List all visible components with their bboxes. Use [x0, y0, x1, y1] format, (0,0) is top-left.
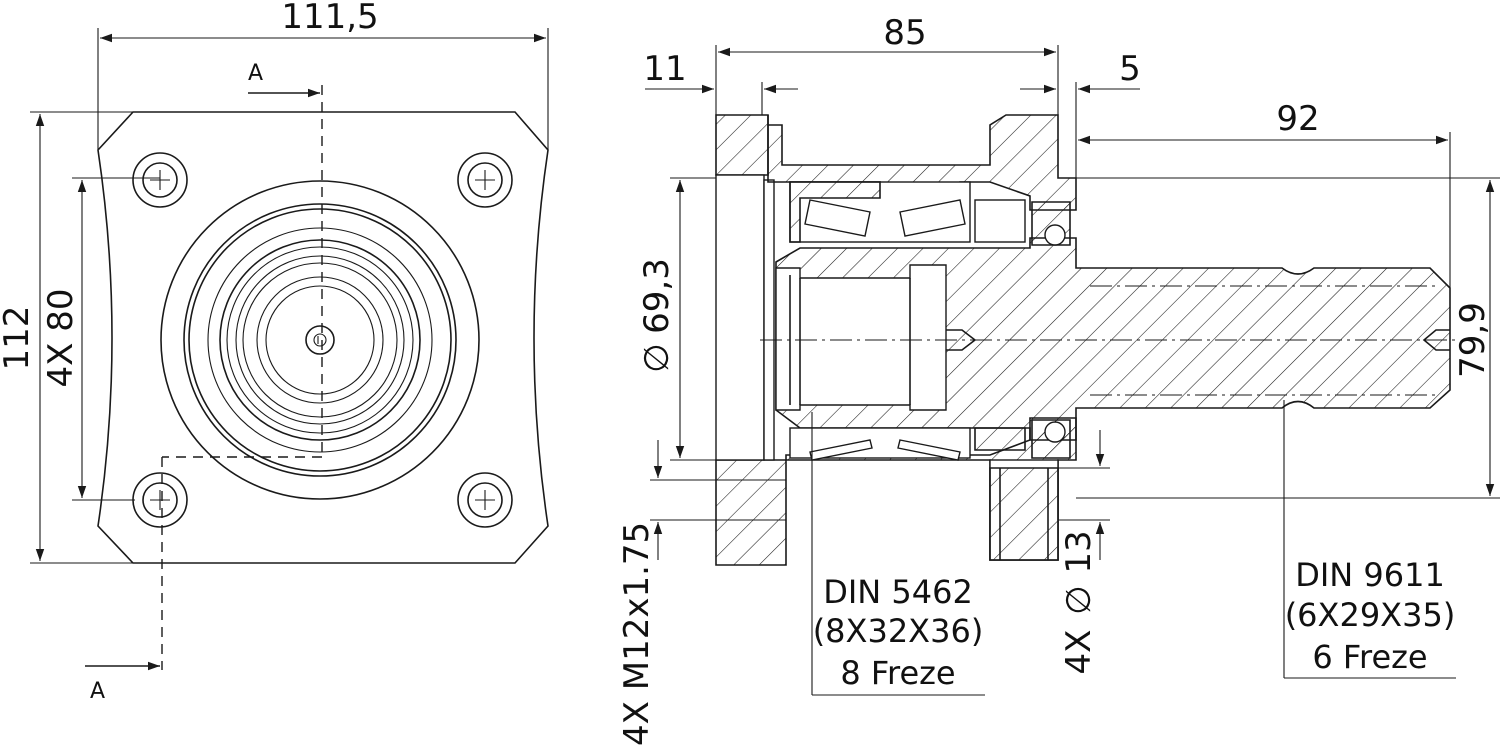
bolt-hole-bottom-right: [457, 472, 513, 528]
bolt-hole-top-left: [132, 152, 188, 208]
dim-69-lines: [670, 177, 716, 461]
note-spline-left-2: (8X32X36): [813, 612, 984, 650]
dim-79-lines: [1076, 177, 1500, 499]
dim-width-top: 111,5: [281, 0, 378, 37]
note-spline-right-2: (6X29X35): [1285, 596, 1456, 634]
section-label-top: A: [248, 61, 263, 86]
section-label-bottom: A: [90, 679, 105, 704]
note-spline-right-1: DIN 9611: [1295, 556, 1445, 594]
flange-plate: [715, 114, 769, 176]
dim-bolt-spacing: 4X 80: [41, 289, 81, 388]
dim-flange-length: 85: [883, 13, 926, 53]
dim-85-lines: [715, 45, 1059, 115]
dim-bolt-spacing-lines: [72, 177, 160, 501]
flange-outline: [97, 111, 549, 564]
dim-5-lines: [1020, 82, 1140, 178]
dim-thread: 4X M12x1.75: [617, 522, 657, 746]
bearing-bottom: [789, 419, 1071, 461]
leader-right-spline: [1283, 400, 1456, 679]
dim-hole-lines: [1058, 430, 1110, 560]
note-spline-left-1: DIN 5462: [823, 573, 973, 611]
dim-shaft-height: 79,9: [1453, 302, 1493, 378]
bearing-top: [789, 181, 1071, 246]
dim-diameter-left: 69,3: [637, 258, 677, 334]
dim-thread-lines: [650, 440, 786, 560]
section-line: [85, 85, 323, 671]
front-view: A A 111,5 112 4X 80: [0, 0, 549, 704]
dim-gap: 5: [1119, 49, 1141, 89]
diameter-symbol-left: ∅: [637, 343, 677, 373]
dim-hole-count: 4X: [1059, 630, 1099, 675]
dim-hole-diameter: 13: [1059, 530, 1099, 573]
dim-width-lines: [97, 28, 549, 150]
inner-bore: [775, 264, 947, 411]
dim-flange-thickness: 11: [643, 49, 686, 89]
dim-height-lines: [30, 111, 135, 564]
bolt-hole-bottom-left: [132, 472, 188, 528]
note-spline-left-3: 8 Freze: [840, 654, 955, 692]
dim-92-lines: [1078, 132, 1451, 288]
bolt-hole-top-right: [457, 152, 513, 208]
section-view: 85 11 5 92 79,9: [617, 13, 1500, 746]
leader-left-spline: [811, 412, 985, 696]
dim-shaft-length: 92: [1276, 99, 1319, 139]
dim-11-lines: [645, 82, 798, 115]
note-spline-right-3: 6 Freze: [1312, 638, 1427, 676]
concentric-rings: [160, 180, 480, 500]
diameter-symbol-hole: ∅: [1059, 585, 1099, 615]
dim-height-left: 112: [0, 306, 37, 371]
